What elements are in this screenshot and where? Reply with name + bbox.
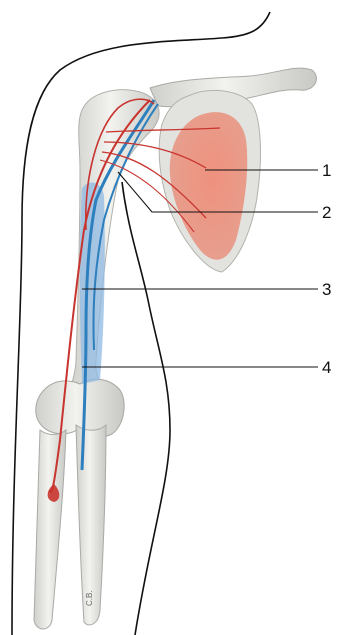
artist-signature: C.B. [85,590,94,606]
callout-label-4: 4 [322,358,331,377]
radius [34,430,66,629]
callout-label-1: 1 [322,161,331,180]
callout-label-2: 2 [322,203,331,222]
callout-label-3: 3 [322,280,331,299]
body-outline-medial [122,182,170,635]
muscle-1 [170,112,248,260]
